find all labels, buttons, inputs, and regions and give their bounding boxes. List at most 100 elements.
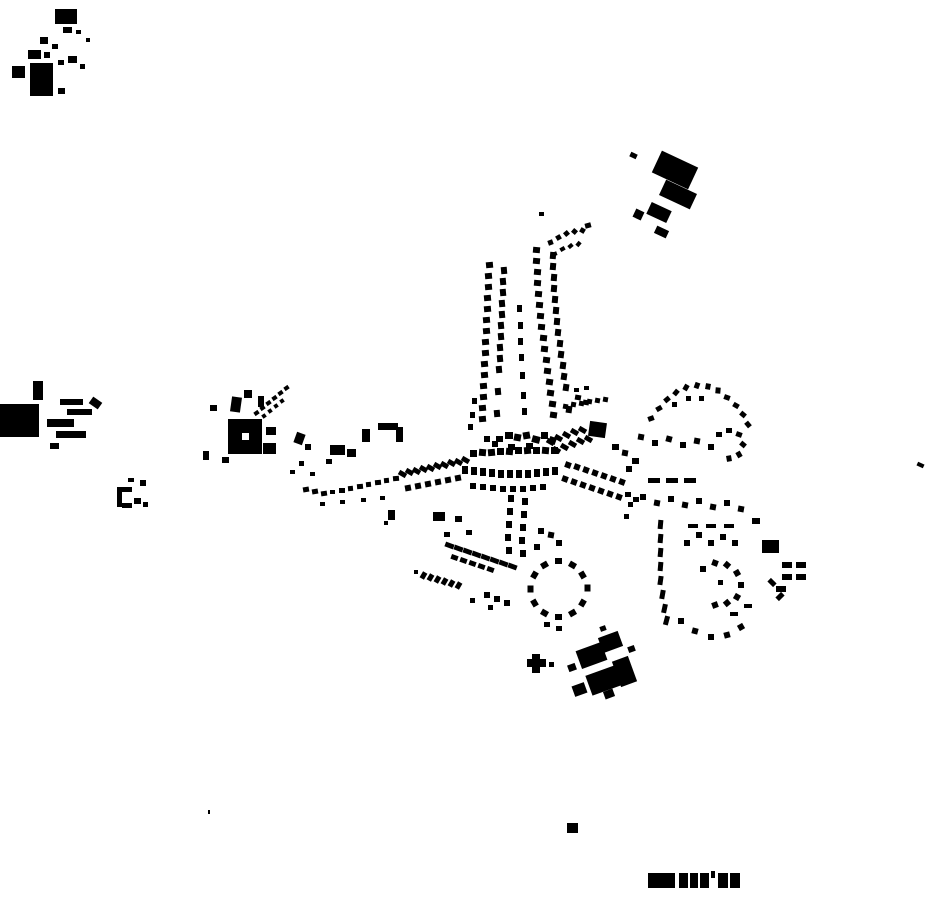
- building-footprint: [444, 532, 450, 537]
- building-footprint: [505, 432, 513, 439]
- building-footprint: [320, 490, 328, 497]
- building-footprint: [534, 544, 540, 550]
- building-footprint: [738, 582, 744, 588]
- building-footprint: [508, 444, 515, 450]
- building-footprint: [732, 592, 742, 602]
- building-footprint: [690, 873, 698, 888]
- building-footprint: [693, 381, 701, 390]
- building-footprint: [648, 873, 675, 888]
- building-footprint: [567, 439, 578, 449]
- building-footprint: [600, 472, 608, 480]
- building-footprint: [489, 469, 495, 477]
- building-footprint: [672, 388, 680, 397]
- building-footprint: [365, 481, 372, 488]
- building-footprint: [544, 622, 550, 627]
- cluster-south-row: [648, 871, 740, 888]
- building-footprint: [446, 458, 457, 468]
- building-footprint: [434, 478, 442, 486]
- building-footprint: [602, 396, 609, 403]
- building-footprint: [708, 634, 714, 640]
- building-footprint: [567, 662, 577, 673]
- building-footprint: [347, 449, 356, 457]
- building-footprint: [648, 478, 660, 483]
- building-footprint: [310, 472, 315, 476]
- building-footprint: [796, 574, 806, 580]
- building-footprint: [657, 575, 664, 586]
- building-footprint: [708, 444, 714, 450]
- building-footprint: [723, 631, 731, 639]
- building-footprint: [559, 246, 566, 252]
- building-footprint: [612, 444, 619, 450]
- building-footprint: [662, 615, 671, 626]
- building-footprint: [498, 559, 509, 568]
- building-footprint: [533, 279, 542, 287]
- building-footprint: [735, 450, 743, 459]
- building-footprint: [546, 389, 555, 397]
- building-footprint: [47, 419, 74, 427]
- building-footprint: [477, 562, 486, 571]
- building-footprint: [481, 338, 490, 346]
- building-footprint: [633, 497, 639, 502]
- building-footprint: [679, 873, 688, 888]
- building-footprint: [540, 484, 546, 490]
- building-footprint: [585, 665, 622, 696]
- building-footprint: [380, 496, 385, 500]
- cluster-manor-estate: [203, 384, 311, 474]
- building-footprint: [470, 412, 475, 418]
- building-footprint: [632, 208, 645, 221]
- building-footprint: [711, 559, 719, 567]
- building-footprint: [796, 562, 806, 568]
- building-footprint: [541, 446, 550, 455]
- building-footprint: [640, 494, 646, 500]
- building-footprint: [222, 457, 229, 463]
- building-footprint: [508, 495, 514, 502]
- building-footprint: [440, 577, 449, 586]
- building-footprint: [433, 575, 442, 584]
- building-footprint: [67, 409, 92, 415]
- building-footprint: [562, 229, 571, 238]
- building-footprint: [560, 372, 568, 381]
- building-footprint: [629, 151, 638, 160]
- building-footprint: [570, 401, 577, 408]
- building-footprint: [559, 361, 567, 370]
- building-footprint: [562, 383, 570, 392]
- building-footprint: [561, 475, 569, 483]
- building-footprint: [533, 268, 542, 276]
- building-footprint: [536, 312, 545, 320]
- building-footprint: [570, 227, 579, 236]
- building-footprint: [555, 234, 562, 241]
- building-footprint: [480, 468, 486, 476]
- building-footprint: [497, 332, 505, 341]
- building-footprint: [606, 490, 614, 498]
- building-footprint: [253, 409, 260, 417]
- building-footprint: [652, 440, 658, 446]
- building-footprint: [556, 339, 564, 348]
- building-footprint: [575, 641, 608, 670]
- building-footprint: [540, 345, 549, 353]
- building-footprint: [708, 540, 714, 546]
- building-footprint: [326, 459, 332, 464]
- building-footprint: [44, 52, 50, 58]
- building-footprint: [556, 626, 562, 631]
- building-footprint: [263, 443, 276, 454]
- building-footprint: [497, 448, 504, 455]
- building-footprint: [732, 568, 742, 578]
- building-footprint: [782, 562, 792, 568]
- building-footprint: [453, 544, 464, 553]
- building-footprint: [597, 487, 605, 495]
- cluster-west-approach: [302, 423, 403, 525]
- building-footprint: [537, 323, 546, 331]
- building-footprint: [122, 503, 132, 508]
- building-footprint: [265, 399, 272, 407]
- building-footprint: [444, 541, 455, 550]
- building-footprint: [490, 485, 496, 491]
- building-footprint: [551, 251, 558, 257]
- building-footprint: [493, 409, 501, 418]
- building-footprint: [495, 365, 503, 374]
- building-footprint: [522, 408, 527, 415]
- building-footprint: [709, 503, 717, 511]
- building-footprint: [668, 496, 674, 502]
- building-footprint: [432, 461, 443, 471]
- building-footprint: [700, 566, 706, 572]
